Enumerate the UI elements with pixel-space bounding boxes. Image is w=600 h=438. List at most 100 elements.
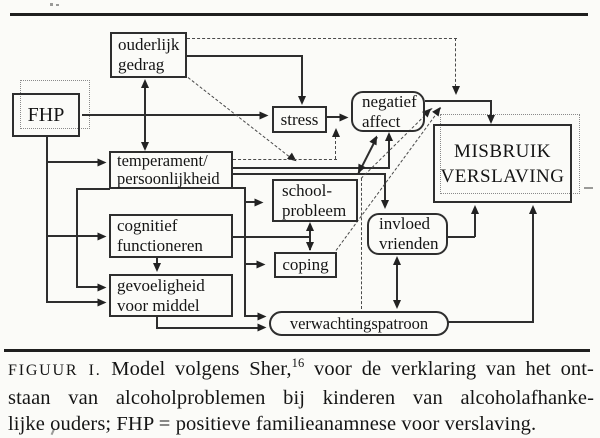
line-cognitief-right [233, 236, 310, 238]
line-fhp-branches [46, 137, 48, 303]
line-negatief-misbruik [425, 100, 492, 102]
arrowhead [305, 242, 314, 251]
double-arrow-school-coping [309, 225, 311, 250]
arrowhead [97, 298, 107, 306]
caption-text: Model volgens Sher, [101, 358, 292, 380]
arrowhead [331, 128, 340, 137]
arrowhead [259, 111, 269, 119]
box-ouderlijk-gedrag: ouderlijk gedrag [110, 32, 187, 78]
box-gevoeligheid: gevoeligheid voor middel [109, 274, 233, 317]
arrow-gevoeligheid-to-verwachting [156, 327, 260, 329]
dashed-verwachting-up [361, 178, 362, 309]
line-ouderlijk-stress [301, 55, 303, 97]
box-verwachtingspatroon: verwachtingspatroon [269, 311, 449, 336]
arrowhead [97, 232, 107, 240]
arrowhead [257, 323, 267, 331]
misbruik-dotted-outline [440, 114, 580, 194]
double-arrow-ouderlijk-temperament [144, 83, 146, 145]
line-temperament-loop [76, 188, 110, 190]
dashed-temperament-stress [335, 131, 336, 159]
arrowhead [486, 115, 495, 124]
box-schoolprobleem: school- probleem [272, 179, 358, 222]
dashed-ouderlijk-top [455, 38, 456, 87]
line-vrienden-misbruik [474, 212, 476, 237]
arrowhead [528, 205, 537, 214]
caption-rule [4, 349, 590, 352]
dashed-ouderlijk-top [187, 38, 457, 39]
line-temperament-branch [244, 187, 246, 317]
line-temperament-branch [233, 187, 245, 189]
arrowhead [392, 300, 401, 309]
arrowhead [451, 86, 460, 95]
box-stress-label: stress [280, 109, 319, 129]
arrow-fhp-to-temperament [46, 161, 99, 163]
arrow-to-verwachting-upper [244, 315, 260, 317]
arrowhead [256, 260, 266, 268]
arrowhead [254, 198, 264, 206]
arrowhead [339, 113, 349, 121]
figure-caption: FIGUUR I. Model volgens Sher,16 voor de … [8, 356, 594, 438]
caption-reference-superscript: 16 [291, 356, 305, 371]
box-fhp: FHP [12, 93, 80, 137]
caption-line-2: staan van alcoholproblemen bij kinderen … [8, 386, 594, 409]
box-coping: coping [274, 252, 337, 278]
line-ouderlijk-stress [187, 55, 303, 57]
arrowhead [368, 133, 381, 145]
box-temperament-label: temperament/ persoonlijkheid [117, 151, 220, 188]
box-stress: stress [272, 106, 327, 133]
arrowhead [297, 96, 306, 105]
box-schoolprobleem-label: school- probleem [282, 180, 347, 220]
arrowhead [380, 200, 389, 209]
arrowhead [140, 79, 149, 88]
line-temperament-vrienden [384, 173, 386, 202]
dashed-temperament-stress [233, 159, 337, 160]
arrowhead [384, 132, 393, 141]
arrow-to-coping [244, 263, 259, 265]
box-misbruik-verslaving: MISBRUIK VERSLAVING [433, 124, 572, 203]
line-gevoeligheid-verwachting [156, 317, 158, 328]
caption-figure-label: FIGUUR I. [8, 362, 102, 379]
box-negatief-affect-label: negatief affect [362, 91, 417, 131]
arrow-temperament-to-gevoeligheid [76, 286, 99, 288]
line-temperament-loop [76, 188, 78, 287]
box-fhp-label: FHP [27, 104, 65, 126]
arrow-cognitief-to-gevoeligheid [156, 258, 158, 267]
box-coping-label: coping [282, 255, 329, 274]
scan-speck [50, 3, 53, 6]
line-temperament-negatief [233, 167, 390, 169]
arrow-fhp-to-stress [82, 114, 260, 116]
arrowhead [97, 158, 107, 166]
arrowhead [305, 222, 314, 231]
line-verwachting-misbruik [448, 321, 534, 323]
box-gevoeligheid-label: gevoeligheid voor middel [117, 275, 205, 315]
arrow-stress-to-negatief [327, 116, 342, 118]
box-ouderlijk-gedrag-label: ouderlijk gedrag [118, 35, 180, 74]
arrowhead [392, 256, 401, 265]
fhp-dotted-outline [20, 80, 90, 129]
scan-speck [584, 187, 593, 189]
line-verwachting-misbruik [532, 209, 534, 322]
arrowhead [152, 263, 161, 272]
box-invloed-vrienden: invloed vrienden [367, 213, 448, 255]
scan-speck [56, 4, 59, 6]
box-misbruik-verslaving-label: MISBRUIK VERSLAVING [440, 140, 565, 187]
arrowhead [140, 142, 149, 151]
line-vrienden-misbruik [448, 236, 475, 238]
box-negatief-affect: negatief affect [351, 91, 425, 132]
double-arrow-vrienden-verwachting [396, 259, 398, 305]
arrowhead [470, 205, 479, 214]
box-temperament: temperament/ persoonlijkheid [109, 151, 233, 189]
line-temperament-negatief [388, 136, 390, 167]
arrow-fhp-to-cognitief [46, 235, 99, 237]
line-temperament-vrienden [233, 173, 386, 175]
arrowhead [97, 283, 107, 291]
caption-text: voor de verklaring van het ont- [304, 358, 594, 380]
caption-line-3: lijke ouders; FHP = positieve familieana… [8, 413, 537, 435]
box-verwachtingspatroon-label: verwachtingspatroon [289, 313, 429, 333]
box-cognitief: cognitief functioneren [109, 214, 233, 258]
line-negatief-misbruik [490, 100, 492, 116]
caption-line-1: FIGUUR I. Model volgens Sher,16 voor de … [8, 356, 594, 385]
box-cognitief-label: cognitief functioneren [117, 216, 203, 255]
box-invloed-vrienden-label: invloed vrienden [379, 214, 439, 253]
